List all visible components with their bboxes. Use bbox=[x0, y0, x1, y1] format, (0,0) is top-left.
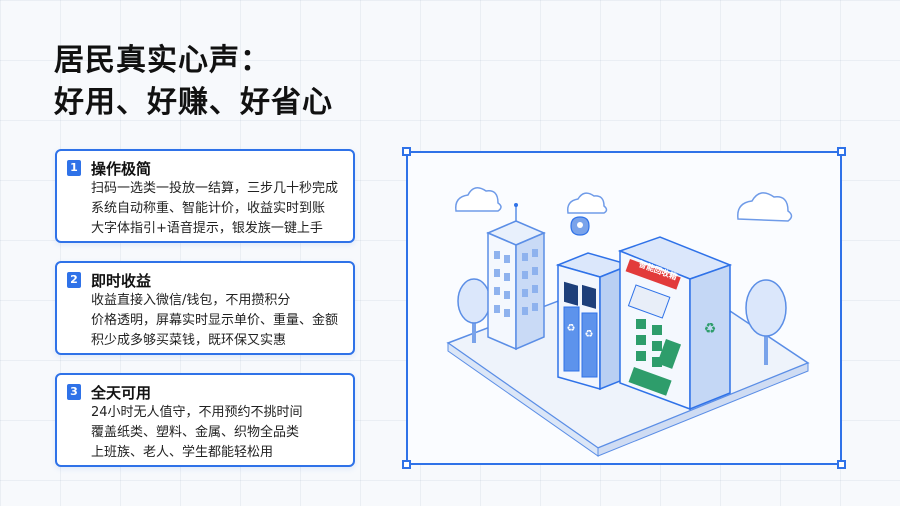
frame-handle-top-left bbox=[402, 147, 411, 156]
recycle-icon: ♻ bbox=[704, 321, 717, 337]
frame-handle-top-right bbox=[837, 147, 846, 156]
recycling-bin-unit: ♻ ♻ bbox=[555, 252, 633, 391]
tree-icon bbox=[457, 278, 491, 343]
card-line: 收益直接入微信/钱包，不用攒积分 bbox=[91, 293, 291, 308]
recycle-icon: ♻ bbox=[567, 323, 576, 334]
card-title: 即时收益 bbox=[91, 271, 152, 290]
tree-icon bbox=[745, 279, 787, 365]
smart-recycling-machine: 智能回收箱 ♻ bbox=[617, 236, 733, 411]
cloud-icon bbox=[566, 192, 608, 214]
card-line: 价格透明，屏幕实时显示单价、重量、金额 bbox=[91, 313, 339, 328]
feature-card-2: 2 即时收益 收益直接入微信/钱包，不用攒积分 价格透明，屏幕实时显示单价、重量… bbox=[55, 261, 355, 355]
recycle-icon: ♻ bbox=[585, 329, 594, 340]
card-title: 操作极简 bbox=[91, 159, 152, 178]
illustration-frame: ♻ ♻ 智能回收箱 ♻ bbox=[402, 147, 846, 469]
recycling-scene-illustration: ♻ ♻ 智能回收箱 ♻ bbox=[446, 187, 810, 457]
card-line: 24小时无人值守，不用预约不挑时间 bbox=[91, 405, 303, 420]
card-line: 上班族、老人、学生都能轻松用 bbox=[91, 445, 274, 460]
feature-card-3: 3 全天可用 24小时无人值守，不用预约不挑时间 覆盖纸类、塑料、金属、织物全品… bbox=[55, 373, 355, 467]
title-line-2: 好用、好赚、好省心 bbox=[54, 85, 333, 120]
card-line: 大字体指引+语音提示，银发族一键上手 bbox=[91, 221, 323, 236]
frame-handle-bottom-left bbox=[402, 460, 411, 469]
location-pin-icon bbox=[570, 216, 590, 236]
page-title: 居民真实心声： 好用、好赚、好省心 bbox=[54, 40, 333, 124]
card-number-badge: 3 bbox=[67, 384, 81, 400]
card-number-badge: 1 bbox=[67, 160, 81, 176]
card-number-badge: 2 bbox=[67, 272, 81, 288]
card-line: 覆盖纸类、塑料、金属、织物全品类 bbox=[91, 425, 300, 440]
frame-handle-bottom-right bbox=[837, 460, 846, 469]
card-title: 全天可用 bbox=[91, 383, 152, 402]
cloud-icon bbox=[455, 187, 502, 212]
card-line: 系统自动称重、智能计价，收益实时到账 bbox=[91, 201, 326, 216]
cloud-icon bbox=[737, 192, 793, 222]
card-line: 扫码一选类一投放一结算，三步几十秒完成 bbox=[91, 181, 339, 196]
title-line-1: 居民真实心声： bbox=[54, 43, 271, 78]
building-icon bbox=[486, 203, 546, 351]
card-line: 积少成多够买菜钱，既环保又实惠 bbox=[91, 333, 287, 348]
feature-card-1: 1 操作极简 扫码一选类一投放一结算，三步几十秒完成 系统自动称重、智能计价，收… bbox=[55, 149, 355, 243]
